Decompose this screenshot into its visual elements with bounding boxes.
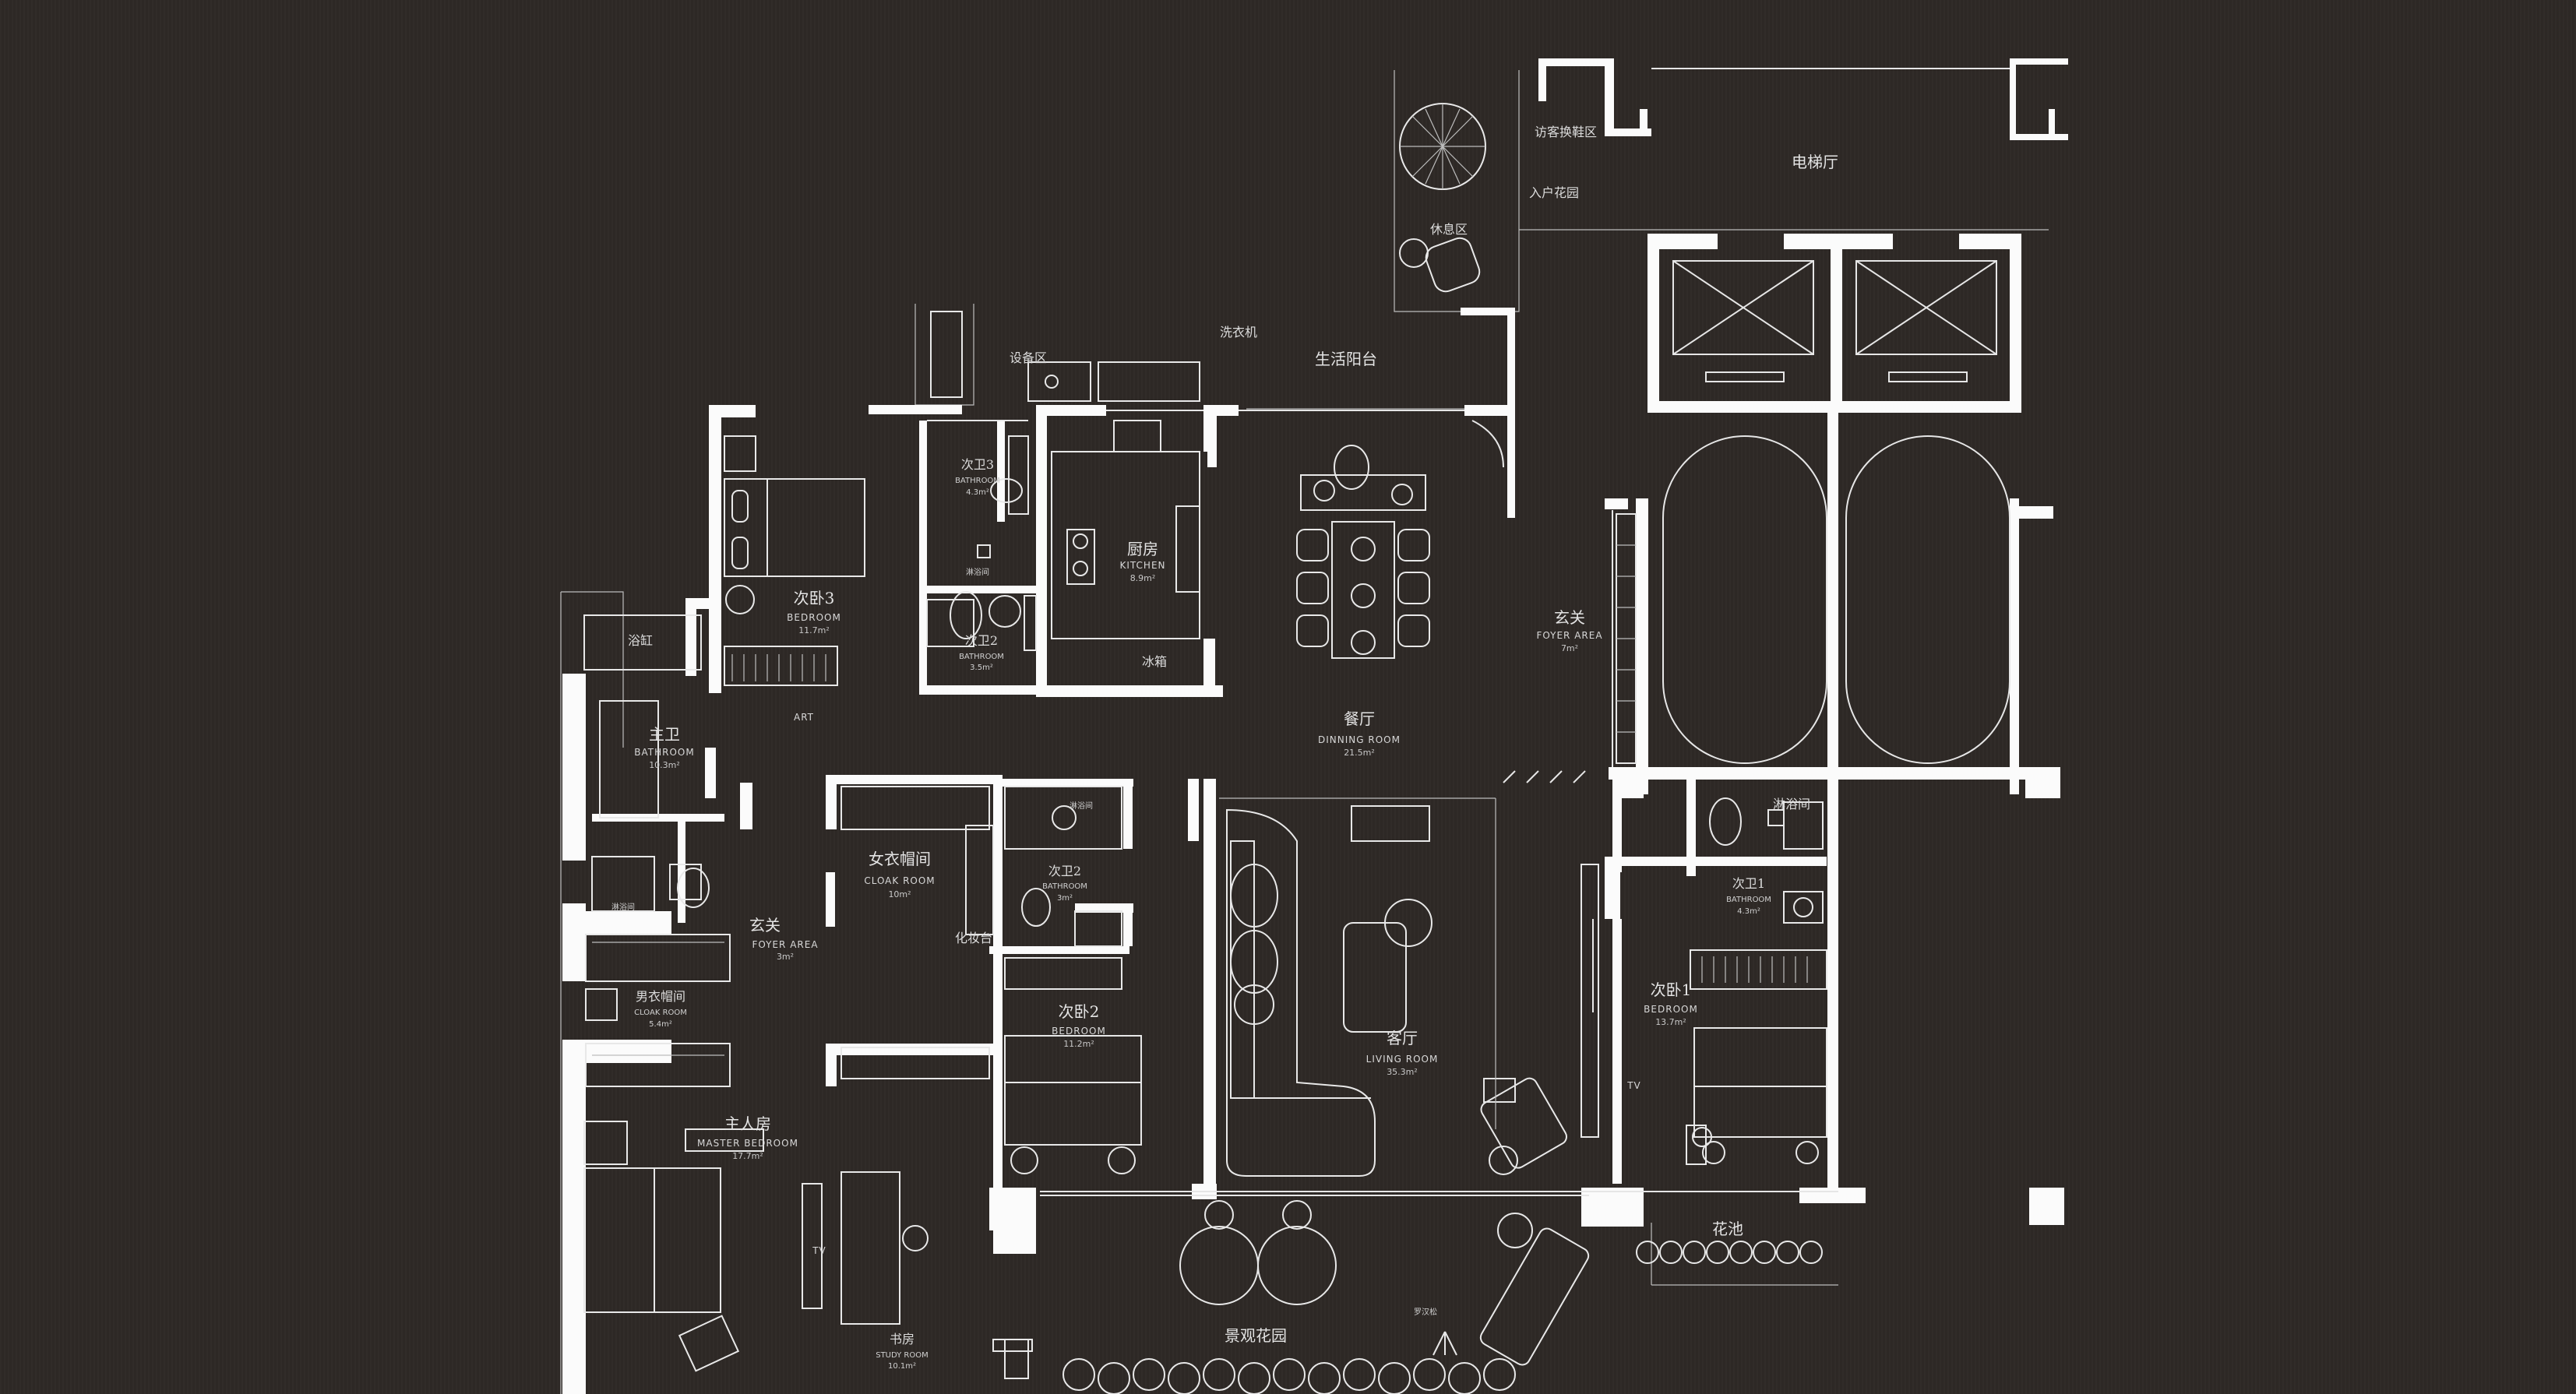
stair-treads	[1616, 544, 1636, 733]
label-foyer-west-area: 3m²	[777, 952, 794, 962]
shrub-row	[1062, 1358, 1516, 1394]
label-study-en: STUDY ROOM	[876, 1351, 929, 1360]
hanging-rail-icon	[592, 942, 724, 1056]
tv-mark-east: TV	[1626, 1080, 1641, 1091]
label-shower-a: 淋浴间	[966, 567, 989, 577]
label-bedroom3-en: BEDROOM	[787, 612, 841, 623]
label-planter: 花池	[1712, 1220, 1743, 1238]
label-cloak-w-cn: 女衣帽间	[869, 850, 931, 868]
label-cloak-w-area: 10m²	[888, 889, 911, 899]
label-shower-c: 淋浴间	[1070, 801, 1093, 811]
label-kitchen-cn: 厨房	[1127, 540, 1158, 558]
label-equipment: 设备区	[1010, 350, 1047, 365]
label-foyer-east-en: FOYER AREA	[1536, 630, 1602, 641]
lounge-chair-icon	[1399, 237, 1481, 293]
label-bath2b-cn: 次卫2	[965, 633, 998, 648]
label-cloak-w-en: CLOAK ROOM	[864, 875, 935, 886]
arbor-icon	[1432, 1331, 1457, 1356]
label-visitor-shoe: 访客换鞋区	[1535, 125, 1597, 139]
fixtures	[583, 103, 2064, 1394]
label-bath2-en: BATHROOM	[1042, 882, 1087, 891]
label-study-area: 10.1m²	[888, 1362, 916, 1371]
label-dining-en: DINNING ROOM	[1318, 734, 1401, 745]
label-bedroom1-en: BEDROOM	[1644, 1004, 1698, 1015]
label-landscape: 景观花园	[1225, 1326, 1287, 1345]
walls	[562, 58, 2068, 1394]
label-foyer-west-en: FOYER AREA	[752, 939, 818, 950]
label-service-balcony: 生活阳台	[1315, 350, 1377, 368]
label-bath3-cn: 次卫3	[961, 457, 994, 472]
tree-icon	[1399, 103, 1486, 190]
label-cloak-m-cn: 男衣帽间	[636, 989, 685, 1004]
label-washer: 洗衣机	[1220, 325, 1257, 340]
label-shower-b: 淋浴间	[611, 902, 635, 912]
label-bath1-cn: 次卫1	[1732, 876, 1765, 891]
label-master-bath-cn: 主卫	[649, 725, 680, 744]
label-cloak-m-area: 5.4m²	[649, 1020, 672, 1029]
label-kitchen-area: 8.9m²	[1130, 573, 1156, 583]
label-shower-d: 淋浴间	[1773, 797, 1810, 811]
structural-column	[2029, 1190, 2064, 1225]
label-dining-area: 21.5m²	[1344, 748, 1375, 758]
label-kitchen-en: KITCHEN	[1120, 560, 1166, 571]
outline-lines	[560, 70, 2049, 1394]
label-tub: 浴缸	[628, 633, 653, 648]
label-bedroom2-area: 11.2m²	[1063, 1039, 1094, 1049]
label-living-cn: 客厅	[1387, 1029, 1418, 1047]
label-master-cn: 主人房	[724, 1114, 771, 1133]
label-bedroom2-cn: 次卧2	[1059, 1002, 1100, 1021]
wardrobe-hatch-b3	[731, 654, 826, 681]
label-master-bath-en: BATHROOM	[634, 747, 694, 758]
tv-mark-master: TV	[812, 1245, 826, 1256]
label-vanity: 化妆台	[955, 931, 992, 945]
label-bath3-area: 4.3m²	[966, 488, 989, 497]
room-labels: 访客换鞋区 电梯厅 入户花园 休息区 设备区 洗衣机 生活阳台 次卫3 BATH…	[611, 125, 1838, 1371]
label-bath1-en: BATHROOM	[1726, 896, 1771, 904]
label-living-en: LIVING ROOM	[1366, 1054, 1439, 1065]
label-bedroom1-cn: 次卧1	[1651, 980, 1692, 999]
label-entry-garden: 入户花园	[1529, 185, 1579, 200]
planter-row	[1636, 1241, 1823, 1264]
label-master-en: MASTER BEDROOM	[697, 1138, 798, 1149]
wardrobe-hatch-b1	[1701, 956, 1808, 983]
label-bath3-en: BATHROOM	[955, 477, 1000, 485]
label-bedroom3-cn: 次卧3	[794, 589, 835, 607]
label-bedroom1-area: 13.7m²	[1655, 1017, 1686, 1027]
label-bath2-cn: 次卫2	[1048, 864, 1081, 878]
label-foyer-west-cn: 玄关	[749, 916, 781, 935]
label-foyer-east-cn: 玄关	[1554, 608, 1585, 627]
label-bath1-area: 4.3m²	[1737, 907, 1760, 916]
label-bath2b-en: BATHROOM	[959, 653, 1004, 661]
label-bath2b-area: 3.5m²	[970, 664, 993, 672]
label-cloak-m-en: CLOAK ROOM	[634, 1009, 687, 1017]
label-art: ART	[794, 712, 814, 723]
label-master-area: 17.7m²	[732, 1151, 763, 1161]
label-fridge: 冰箱	[1142, 654, 1167, 669]
label-bedroom3-area: 11.7m²	[798, 625, 830, 635]
label-dining-cn: 餐厅	[1344, 709, 1375, 728]
label-elevator-hall: 电梯厅	[1792, 153, 1838, 171]
label-foyer-east-area: 7m²	[1561, 643, 1578, 653]
label-bath2-area: 3m²	[1057, 894, 1073, 903]
label-rest-area: 休息区	[1430, 222, 1468, 237]
label-study-cn: 书房	[890, 1332, 914, 1346]
label-bedroom2-en: BEDROOM	[1052, 1026, 1106, 1037]
label-living-area: 35.3m²	[1387, 1067, 1418, 1077]
label-arbor: 罗汉松	[1414, 1307, 1437, 1317]
label-master-bath-area: 10.3m²	[649, 760, 680, 770]
